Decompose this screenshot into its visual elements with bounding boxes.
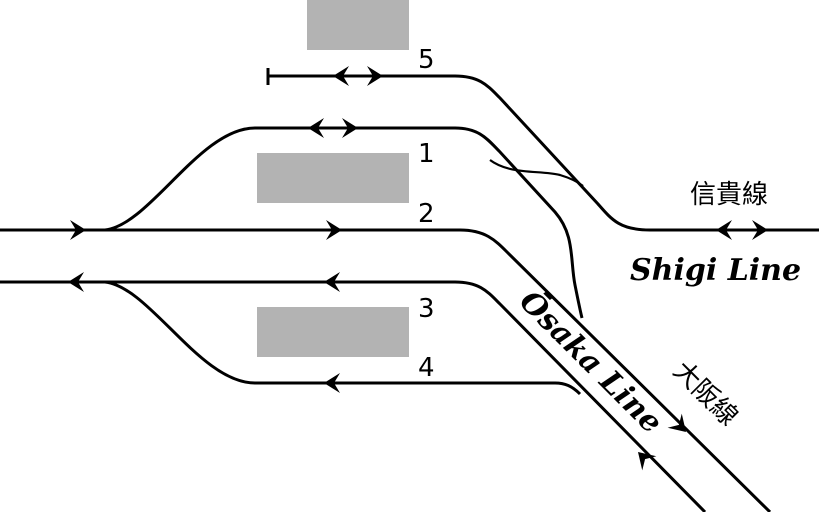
track-5 [268, 74, 819, 232]
track-number-1: 1 [418, 139, 435, 169]
track-number-5: 5 [418, 45, 435, 75]
crossover [489, 159, 584, 187]
track-number-4: 4 [418, 353, 435, 383]
osaka-line-label: Ōsaka Line [512, 283, 669, 440]
track-number-2: 2 [418, 199, 435, 229]
arrow-down-right-icon [667, 413, 694, 440]
platform-3-4 [257, 307, 409, 357]
track-1 [104, 126, 584, 319]
track-2 [0, 228, 772, 512]
track-4 [104, 280, 582, 396]
track-3 [0, 280, 707, 512]
shigi-line-label: Shigi Line [630, 253, 801, 288]
platform-top [307, 0, 409, 50]
platform-1-2 [257, 153, 409, 203]
shigi-line-jp-label: 信貴線 [690, 180, 768, 210]
track-number-3: 3 [418, 294, 435, 324]
